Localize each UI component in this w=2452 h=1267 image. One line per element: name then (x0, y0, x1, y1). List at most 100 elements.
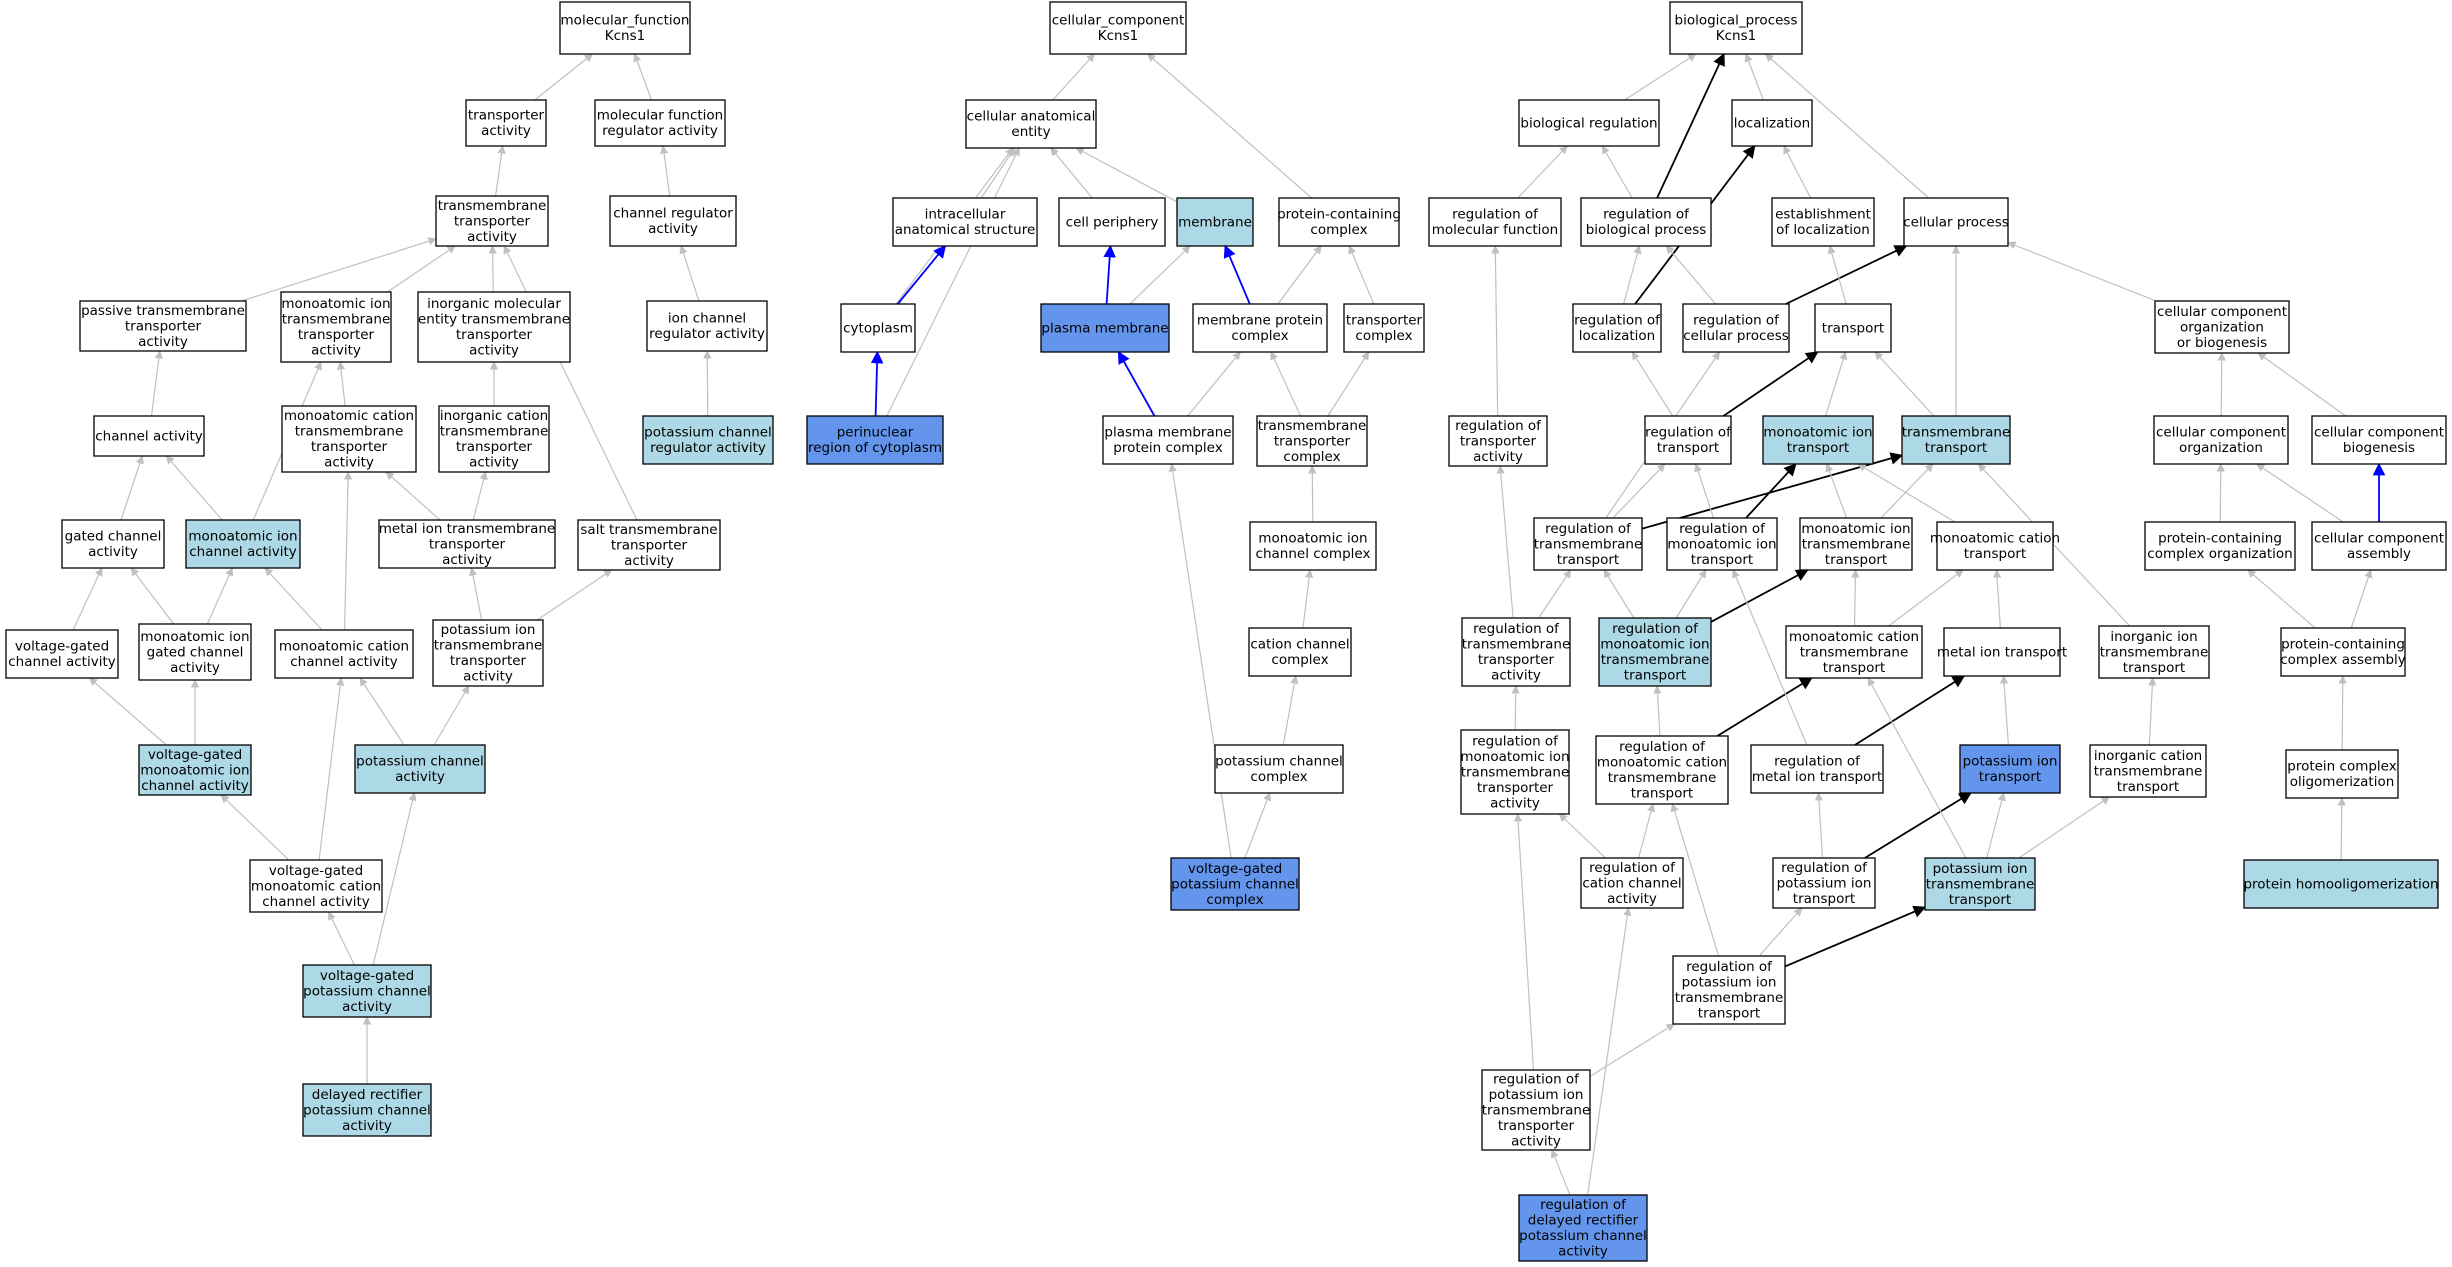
edge-regloc-to-regbp (1623, 245, 1642, 305)
edge-transport-to-estloc (1827, 245, 1847, 305)
node-label-line: Kcns1 (605, 28, 645, 44)
edge-pcassembly-to-pcorg (2247, 569, 2316, 629)
edge-regkiontmta-to-regmoitmta (1513, 813, 1535, 1071)
edge-moigated-to-moichan (206, 567, 234, 625)
node-box (1936, 521, 2054, 571)
node-box (79, 300, 247, 352)
edge-regmf-to-bioreg (1517, 145, 1568, 199)
edge-regmetal-to-regmoit (1732, 569, 1808, 746)
node-box (378, 519, 556, 569)
node-box (2153, 415, 2289, 465)
node-label-line: activity (467, 229, 517, 245)
node-label-line: channel complex (1256, 546, 1371, 562)
node-box (609, 195, 737, 247)
node-label-line: biological regulation (1520, 115, 1657, 131)
edge-regbp-to-bp (1656, 52, 1725, 199)
node-label-line: potassium channel (303, 1102, 431, 1118)
node-label-line: ion channel (668, 311, 746, 327)
edge-pcassembly-to-ccassembly (2350, 569, 2373, 629)
node-label-line: plasma membrane (1104, 425, 1231, 441)
node-moita: monoatomic iontransmembranetransporterac… (280, 291, 392, 363)
edge-moicattmt-to-moitmt (1851, 569, 1860, 627)
node-label-line: passive transmembrane (81, 303, 245, 319)
node-box (2098, 625, 2210, 679)
node-label-line: potassium channel (356, 754, 484, 770)
node-box (1598, 617, 1712, 687)
node-box (1460, 729, 1570, 815)
edge-vgmoication-to-vgmoi (220, 794, 290, 861)
node-chanact: channel activity (93, 415, 205, 457)
node-label-line: channel activity (290, 654, 397, 670)
node-box (1814, 303, 1892, 353)
edge-metalion-to-moicta (385, 471, 441, 521)
node-box (1669, 1, 1803, 55)
edge-regdelayed-to-regkiontmta (1550, 1149, 1571, 1196)
node-label-line: complex assembly (2280, 652, 2406, 668)
edge-regmetal-to-metaltransport (1854, 675, 1966, 746)
edge-vgkcomplex-to-pmprot (1168, 463, 1232, 859)
node-label-line: transmembrane (440, 424, 549, 440)
node-label-line: transport (1698, 1006, 1760, 1022)
node-label-line: activity (170, 660, 220, 676)
node-label-line: complex (1355, 328, 1412, 344)
node-label-line: activity (342, 999, 392, 1015)
node-label-line: potassium channel (1519, 1228, 1647, 1244)
node-label-line: organization (2179, 440, 2263, 456)
edge-regdelayed-to-regcatchan (1587, 907, 1632, 1196)
node-box (185, 519, 301, 569)
node-box (1762, 415, 1874, 465)
node-label-line: regulation of (1473, 621, 1560, 637)
node-box (594, 99, 726, 147)
node-box (1903, 197, 2009, 247)
node-box (1924, 857, 2036, 911)
edge-protcomplex-to-cc (1146, 53, 1313, 199)
edge-homoolig-to-protoligo (2337, 797, 2346, 861)
edge-regkiontmta-to-regkiontmt (1589, 1023, 1676, 1077)
edge-vgk-to-vgmoication (328, 911, 355, 966)
node-box (1772, 857, 1876, 909)
edge-kchan-to-kion (433, 685, 470, 746)
node-box (1595, 735, 1729, 805)
edge-plasmamem-to-membrane (1129, 245, 1191, 305)
node-label-line: cellular component (2314, 425, 2444, 441)
edge-layer (72, 52, 2386, 1196)
node-label-line: regulation of (1645, 425, 1732, 441)
edge-kion-to-salt (536, 569, 613, 621)
node-box (2311, 415, 2447, 465)
node-label-line: transmembrane (1902, 425, 2011, 441)
edge-regcatchan-to-regmoitmta (1558, 813, 1607, 859)
node-label-line: regulation of (1603, 207, 1690, 223)
node-label-line: activity (481, 123, 531, 139)
node-label-line: perinuclear (837, 425, 914, 441)
node-label-line: potassium ion (1933, 861, 2028, 877)
edge-regmoit-to-moitransport (1745, 463, 1797, 519)
node-box (1481, 1069, 1591, 1151)
node-label-line: protein-containing (1277, 207, 1401, 223)
edge-tmtransport-to-transport (1874, 351, 1935, 417)
node-box (302, 964, 432, 1018)
node-label-line: transmembrane (1926, 876, 2035, 892)
node-label-line: transmembrane (2094, 763, 2203, 779)
node-label-line: cellular_component (1052, 13, 1184, 29)
edge-moicat-to-moitransport (1857, 463, 1956, 523)
node-label-line: protein homooligomerization (2243, 876, 2438, 892)
node-box (354, 744, 486, 794)
edge-pmprot-to-memprot (1187, 351, 1241, 417)
node-box (274, 629, 414, 679)
edge-chanact-to-ptt (150, 350, 164, 417)
